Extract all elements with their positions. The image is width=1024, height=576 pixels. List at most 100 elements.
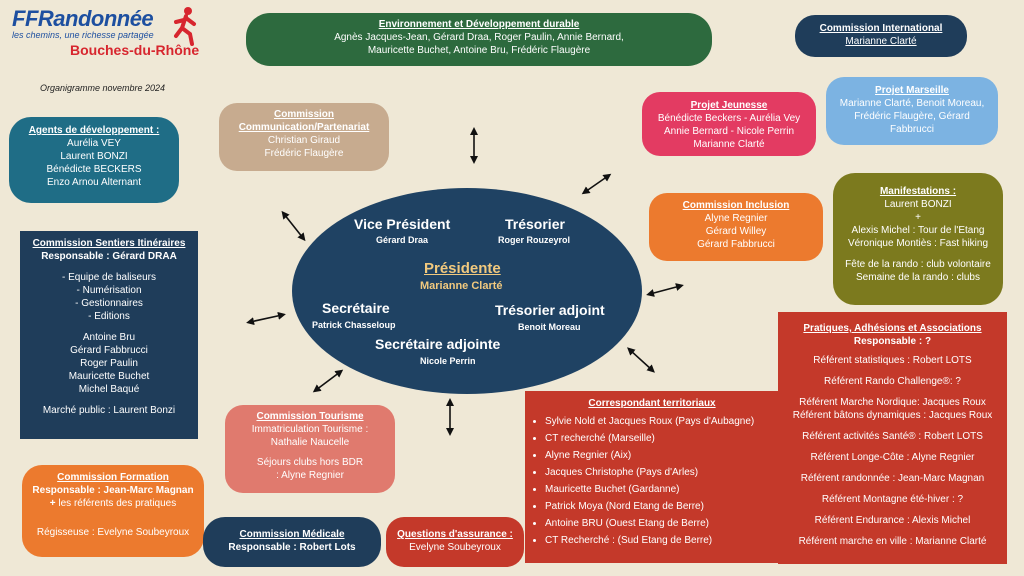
sentiers-item: - Editions (88, 311, 130, 322)
pratiques-responsable: Responsable : ? (853, 336, 932, 347)
logo-department: Bouches-du-Rhône (70, 42, 200, 58)
formation-box: Commission Formation Responsable : Jean-… (22, 465, 204, 557)
sentiers-person: Antoine Bru (82, 332, 136, 343)
inclusion-line: Alyne Regnier (704, 213, 768, 224)
tourisme-line: Immatriculation Tourisme : (251, 424, 369, 435)
pratiques-item: Référent Marche Nordique: Jacques Roux (799, 397, 986, 408)
international-title: Commission International (819, 23, 943, 34)
president-title: Présidente (424, 260, 501, 277)
president-name: Marianne Clarté (420, 280, 503, 292)
vice-president-title: Vice Président (354, 216, 451, 232)
jeunesse-line: Annie Bernard - Nicole Perrin (663, 126, 795, 137)
inclusion-title: Commission Inclusion (682, 200, 790, 211)
correspondant-item: Patrick Moya (Nord Etang de Berre) (545, 501, 779, 513)
medicale-title: Commission Médicale (239, 529, 345, 540)
vice-president-name: Gérard Draa (376, 235, 429, 245)
arrow-tourisme (312, 369, 344, 393)
correspondant-list: Sylvie Nold et Jacques Roux (Pays d'Auba… (525, 416, 779, 547)
tourisme-title: Commission Tourisme (256, 411, 364, 422)
sentiers-person: Michel Baqué (78, 384, 140, 395)
agents-title: Agents de développement : (28, 125, 160, 136)
hiker-icon (172, 6, 200, 51)
agents-line: Bénédicte BECKERS (46, 164, 142, 175)
sentiers-footer: Marché public : Laurent Bonzi (42, 405, 176, 416)
assurance-title: Questions d'assurance : (397, 529, 513, 540)
sentiers-item: - Equipe de baliseurs (62, 272, 156, 283)
sentiers-item: - Numérisation (76, 285, 142, 296)
logo: FFRandonnée les chemins, une richesse pa… (12, 6, 212, 76)
formation-responsable: Responsable : Jean-Marc Magnan (32, 485, 194, 496)
correspondant-item: Jacques Christophe (Pays d'Arles) (545, 467, 779, 479)
asst-secretary-name: Nicole Perrin (420, 356, 476, 366)
manifestations-title: Manifestations : (879, 186, 957, 197)
jeunesse-box: Projet Jeunesse Bénédicte Beckers - Auré… (642, 92, 816, 156)
inclusion-box: Commission Inclusion Alyne Regnier Gérar… (649, 193, 823, 261)
manifestations-line: Fête de la rando : club volontaire (845, 259, 991, 270)
assurance-line: Evelyne Soubeyroux (409, 542, 501, 553)
logo-tagline: les chemins, une richesse partagée (12, 30, 154, 40)
manifestations-line: Véronique Montiès : Fast hiking (847, 238, 989, 249)
sentiers-responsable: Responsable : Gérard DRAA (41, 251, 177, 262)
sentiers-box: Commission Sentiers Itinéraires Responsa… (20, 231, 198, 439)
agents-box: Agents de développement : Aurélia VEY La… (9, 117, 179, 203)
pratiques-item: Référent Longe-Côte : Alyne Regnier (810, 452, 975, 463)
subtitle: Organigramme novembre 2024 (40, 83, 166, 93)
agents-line: Aurélia VEY (67, 138, 121, 149)
secretary-name: Patrick Chasseloup (312, 320, 396, 330)
sentiers-person: Roger Paulin (80, 358, 138, 369)
medicale-box: Commission Médicale Responsable : Robert… (203, 517, 381, 567)
pratiques-item: Référent Endurance : Alexis Michel (814, 515, 971, 526)
asst-secretary-title: Secrétaire adjointe (375, 336, 501, 352)
formation-title: Commission Formation (57, 472, 169, 483)
correspondant-item: Sylvie Nold et Jacques Roux (Pays d'Auba… (545, 416, 779, 428)
marseille-box: Projet Marseille Marianne Clarté, Benoit… (826, 77, 998, 145)
sentiers-person: Mauricette Buchet (68, 371, 150, 382)
correspondant-title: Correspondant territoriaux (588, 398, 716, 409)
tourisme-line: Nathalie Naucelle (270, 437, 350, 448)
communication-line: Christian Giraud (267, 135, 341, 146)
secretary-title: Secrétaire (322, 300, 390, 316)
marseille-line: Frédéric Flaugère, Gérard (854, 111, 970, 122)
pratiques-item: Référent randonnée : Jean-Marc Magnan (800, 473, 985, 484)
pratiques-box: Pratiques, Adhésions et Associations Res… (778, 312, 1007, 564)
arrow-sentiers (246, 311, 286, 326)
medicale-responsable: Responsable : Robert Lots (228, 542, 356, 553)
correspondant-item: Alyne Regnier (Aix) (545, 450, 779, 462)
communication-title: Commission (273, 109, 334, 120)
agents-line: Enzo Arnou Alternant (47, 177, 141, 188)
communication-title: Communication/Partenariat (238, 122, 370, 133)
formation-line: + les référents des pratiques (49, 498, 177, 509)
communication-box: Commission Communication/Partenariat Chr… (219, 103, 389, 171)
pratiques-item: Référent Montagne été-hiver : ? (821, 494, 964, 505)
env-title: Environnement et Développement durable (378, 19, 580, 30)
inclusion-line: Gérard Willey (705, 226, 767, 237)
arrow-jeunesse (581, 173, 612, 195)
correspondant-box: Correspondant territoriaux Sylvie Nold e… (525, 391, 779, 563)
marseille-line: Marianne Clarté, Benoit Moreau, (839, 98, 985, 109)
central-board: Vice Président Gérard Draa Trésorier Rog… (292, 188, 642, 394)
arrow-correspondant (627, 347, 655, 373)
inclusion-line: Gérard Fabbrucci (697, 239, 775, 250)
correspondant-item: CT Recherché : (Sud Etang de Berre) (545, 535, 779, 547)
jeunesse-title: Projet Jeunesse (690, 100, 768, 111)
treasurer-title: Trésorier (505, 216, 565, 232)
correspondant-item: CT recherché (Marseille) (545, 433, 779, 445)
sentiers-title: Commission Sentiers Itinéraires (32, 238, 186, 249)
pratiques-list: Référent statistiques : Robert LOTS Réfé… (778, 354, 1007, 548)
pratiques-item: Référent activités Santé® : Robert LOTS (802, 431, 983, 442)
sentiers-person: Gérard Fabbrucci (70, 345, 148, 356)
pratiques-item: Référent statistiques : Robert LOTS (813, 355, 972, 366)
asst-treasurer-name: Benoit Moreau (518, 322, 581, 332)
arrow-inclusion (646, 283, 684, 297)
formation-line: Régisseuse : Evelyne Soubeyroux (36, 527, 190, 538)
assurance-box: Questions d'assurance : Evelyne Soubeyro… (386, 517, 524, 567)
manifestations-box: Manifestations : Laurent BONZI + Alexis … (833, 173, 1003, 305)
marseille-line: Fabbrucci (890, 124, 934, 135)
pratiques-item: Référent bâtons dynamiques : Jacques Rou… (792, 410, 993, 421)
jeunesse-line: Bénédicte Beckers - Aurélia Vey (657, 113, 801, 124)
logo-brand: FFRandonnée (12, 6, 154, 31)
treasurer-name: Roger Rouzeyrol (498, 235, 571, 245)
manifestations-line: Semaine de la rando : clubs (856, 272, 980, 283)
agents-line: Laurent BONZI (60, 151, 128, 162)
